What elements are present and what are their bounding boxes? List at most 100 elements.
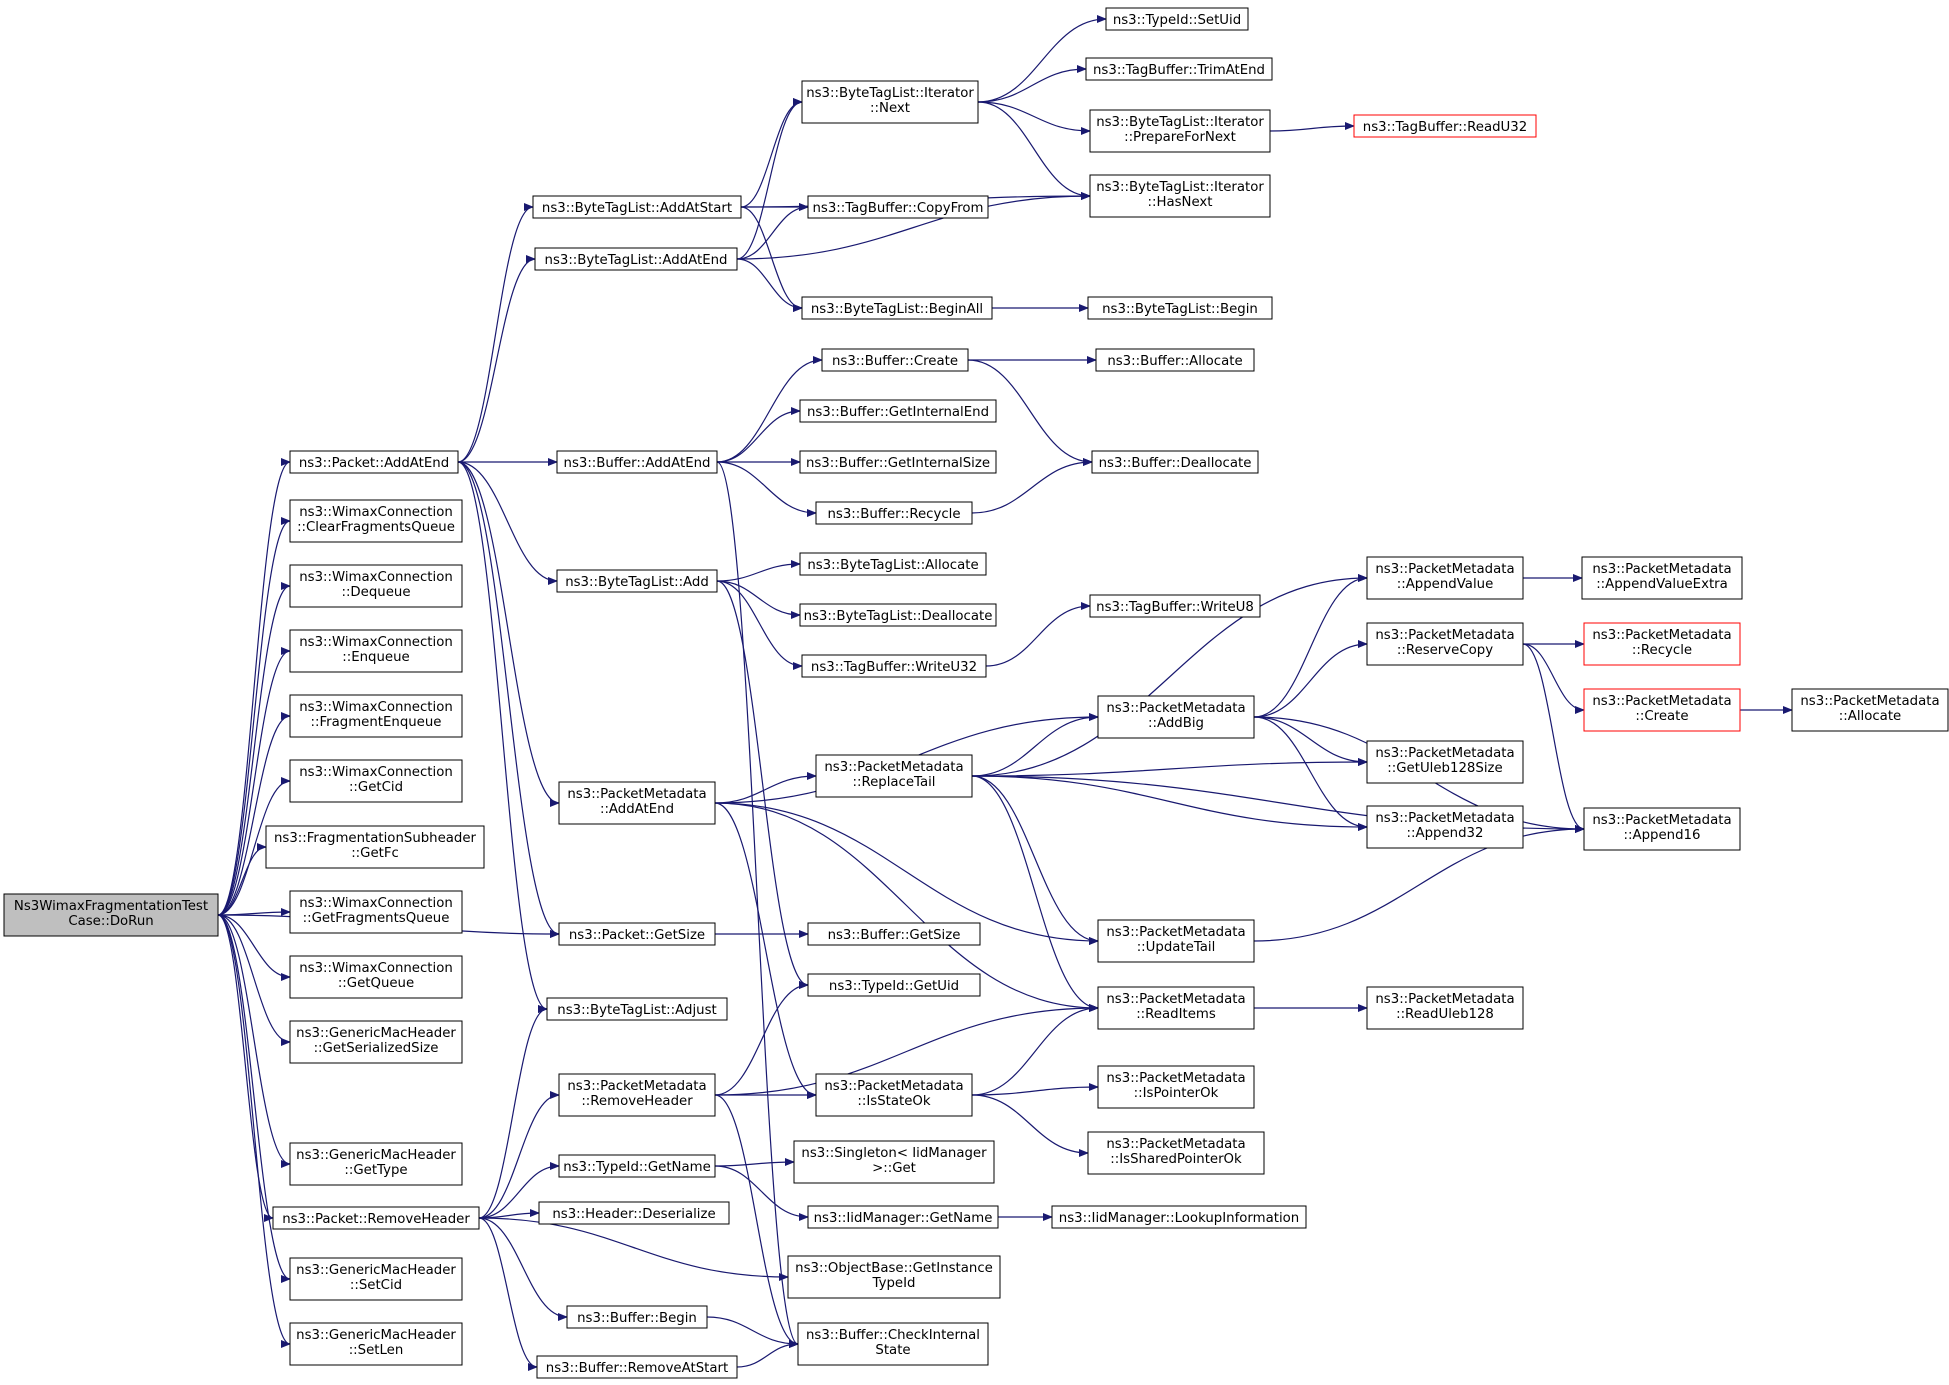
node-wc-getfragq[interactable]: ns3::WimaxConnection::GetFragmentsQueue (289, 890, 463, 934)
node-label: ns3::WimaxConnection (299, 635, 453, 650)
node-pm-issharedpointerok[interactable]: ns3::PacketMetadata::IsSharedPointerOk (1087, 1131, 1265, 1175)
node-tid-getuid[interactable]: ns3::TypeId::GetUid (807, 973, 981, 997)
node-pkt-removeheader[interactable]: ns3::Packet::RemoveHeader (272, 1206, 480, 1230)
node-btl-begin[interactable]: ns3::ByteTagList::Begin (1087, 296, 1273, 320)
node-label: TypeId (872, 1276, 916, 1291)
node-label: ns3::ByteTagList::BeginAll (811, 302, 983, 317)
node-iid-getname[interactable]: ns3::IidManager::GetName (807, 1205, 999, 1229)
edge-pm_addbig-to-pm_append32 (1253, 716, 1368, 831)
node-box (289, 759, 463, 803)
node-pm-allocate[interactable]: ns3::PacketMetadata::Allocate (1791, 688, 1949, 732)
node-pm-removeheader[interactable]: ns3::PacketMetadata::RemoveHeader (558, 1073, 716, 1117)
node-btl-addatend[interactable]: ns3::ByteTagList::AddAtEnd (534, 247, 738, 271)
node-buf-getinternalend[interactable]: ns3::Buffer::GetInternalEnd (799, 399, 997, 423)
node-pm-append32[interactable]: ns3::PacketMetadata::Append32 (1366, 805, 1524, 849)
node-btli-prepfornext[interactable]: ns3::ByteTagList::Iterator::PrepareForNe… (1089, 109, 1271, 153)
node-wc-getqueue[interactable]: ns3::WimaxConnection::GetQueue (289, 955, 463, 999)
node-label: ns3::GenericMacHeader (296, 1026, 456, 1041)
node-label: >::Get (872, 1161, 916, 1176)
node-btli-next[interactable]: ns3::ByteTagList::Iterator::Next (801, 80, 979, 124)
node-buf-create[interactable]: ns3::Buffer::Create (821, 348, 969, 372)
node-hdr-deserialize[interactable]: ns3::Header::Deserialize (538, 1201, 730, 1225)
node-label: ns3::Buffer::Begin (577, 1311, 697, 1326)
edge-btl_add-to-btl_allocate (716, 560, 801, 582)
node-label: ns3::ByteTagList::Iterator (806, 86, 974, 101)
node-pm-readitems[interactable]: ns3::PacketMetadata::ReadItems (1097, 986, 1255, 1030)
node-pm-ispointerok[interactable]: ns3::PacketMetadata::IsPointerOk (1097, 1065, 1255, 1109)
node-label: ns3::TagBuffer::CopyFrom (812, 201, 983, 216)
node-buf-allocate[interactable]: ns3::Buffer::Allocate (1095, 348, 1255, 372)
node-label: ns3::IidManager::LookupInformation (1059, 1211, 1299, 1226)
edge-pm_updatetail-to-pm_append16 (1253, 825, 1585, 942)
node-wc-enqueue[interactable]: ns3::WimaxConnection::Enqueue (289, 629, 463, 673)
node-wc-getcid[interactable]: ns3::WimaxConnection::GetCid (289, 759, 463, 803)
node-singleton-get[interactable]: ns3::Singleton< IidManager >::Get (793, 1140, 995, 1184)
node-label: ns3::WimaxConnection (299, 505, 453, 520)
node-iid-lookupinfo[interactable]: ns3::IidManager::LookupInformation (1051, 1205, 1307, 1229)
node-buf-begin[interactable]: ns3::Buffer::Begin (566, 1305, 708, 1329)
node-pm-create[interactable]: ns3::PacketMetadata::Create (1583, 688, 1741, 732)
node-label: ns3::PacketMetadata (1106, 1071, 1245, 1086)
edge-root-to-wc_fragenqueue (217, 712, 291, 916)
node-pm-isstateok[interactable]: ns3::PacketMetadata::IsStateOk (815, 1073, 973, 1117)
node-btl-beginall[interactable]: ns3::ByteTagList::BeginAll (801, 296, 993, 320)
node-pm-addbig[interactable]: ns3::PacketMetadata::AddBig (1097, 695, 1255, 739)
node-btl-adjust[interactable]: ns3::ByteTagList::Adjust (546, 997, 728, 1021)
node-btli-hasnext[interactable]: ns3::ByteTagList::Iterator::HasNext (1089, 174, 1271, 218)
node-buf-deallocate[interactable]: ns3::Buffer::Deallocate (1091, 450, 1259, 474)
node-layer: Ns3WimaxFragmentationTestCase::DoRunns3:… (3, 7, 1949, 1379)
edge-pm_replacetail-to-pm_readitems (971, 775, 1099, 1012)
node-buf-getsize[interactable]: ns3::Buffer::GetSize (807, 922, 981, 946)
node-buf-addatend[interactable]: ns3::Buffer::AddAtEnd (556, 450, 718, 474)
node-pm-appendvalue[interactable]: ns3::PacketMetadata::AppendValue (1366, 556, 1524, 600)
node-tid-getname[interactable]: ns3::TypeId::GetName (558, 1154, 716, 1178)
node-buf-getinternalsize[interactable]: ns3::Buffer::GetInternalSize (799, 450, 997, 474)
node-box (815, 754, 973, 798)
node-btl-add[interactable]: ns3::ByteTagList::Add (556, 569, 718, 593)
node-label: ns3::Buffer::GetSize (828, 928, 961, 943)
node-gmh-setlen[interactable]: ns3::GenericMacHeader::SetLen (289, 1322, 463, 1366)
node-wc-dequeue[interactable]: ns3::WimaxConnection::Dequeue (289, 564, 463, 608)
node-tb-readu32[interactable]: ns3::TagBuffer::ReadU32 (1353, 114, 1537, 138)
node-wc-fragenqueue[interactable]: ns3::WimaxConnection::FragmentEnqueue (289, 694, 463, 738)
node-label: ::PrepareForNext (1124, 130, 1236, 145)
node-btl-deallocate[interactable]: ns3::ByteTagList::Deallocate (799, 603, 997, 627)
node-gmh-getsersize[interactable]: ns3::GenericMacHeader::GetSerializedSize (289, 1020, 463, 1064)
node-box (799, 450, 997, 474)
node-btl-allocate[interactable]: ns3::ByteTagList::Allocate (799, 552, 987, 576)
node-box (801, 654, 987, 678)
node-tb-trimatend[interactable]: ns3::TagBuffer::TrimAtEnd (1085, 57, 1273, 81)
node-tid-setuid[interactable]: ns3::TypeId::SetUid (1105, 7, 1249, 31)
node-gmh-setcid[interactable]: ns3::GenericMacHeader::SetCid (289, 1257, 463, 1301)
node-wc-clearfrag[interactable]: ns3::WimaxConnection::ClearFragmentsQueu… (289, 499, 463, 543)
node-pm-addatend[interactable]: ns3::PacketMetadata::AddAtEnd (558, 781, 716, 825)
node-gmh-gettype[interactable]: ns3::GenericMacHeader::GetType (289, 1142, 463, 1186)
node-label: ::Create (1635, 709, 1688, 724)
node-fsh-getfc[interactable]: ns3::FragmentationSubheader::GetFc (265, 825, 485, 869)
node-label: ns3::WimaxConnection (299, 896, 453, 911)
edge-pm_addbig-to-pm_appendvalue (1253, 574, 1368, 718)
node-tb-copyfrom[interactable]: ns3::TagBuffer::CopyFrom (807, 195, 989, 219)
node-pkt-getsize[interactable]: ns3::Packet::GetSize (558, 922, 716, 946)
node-pm-appendvalueextra[interactable]: ns3::PacketMetadata::AppendValueExtra (1581, 556, 1743, 600)
node-buf-recycle[interactable]: ns3::Buffer::Recycle (815, 501, 973, 525)
node-pm-updatetail[interactable]: ns3::PacketMetadata::UpdateTail (1097, 919, 1255, 963)
node-pm-readuleb128[interactable]: ns3::PacketMetadata::ReadUleb128 (1366, 986, 1524, 1030)
edge-pm_addatend-to-pm_isstateok (714, 802, 817, 1099)
node-pm-reservecopy[interactable]: ns3::PacketMetadata::ReserveCopy (1366, 622, 1524, 666)
node-pkt-addatend[interactable]: ns3::Packet::AddAtEnd (289, 450, 459, 474)
node-pm-replacetail[interactable]: ns3::PacketMetadata::ReplaceTail (815, 754, 973, 798)
node-label: ns3::WimaxConnection (299, 765, 453, 780)
node-buf-removeatstart[interactable]: ns3::Buffer::RemoveAtStart (536, 1355, 738, 1379)
node-pm-recycle[interactable]: ns3::PacketMetadata::Recycle (1583, 622, 1741, 666)
node-pm-getuleb128size[interactable]: ns3::PacketMetadata::GetUleb128Size (1366, 740, 1524, 784)
node-tb-writeu8[interactable]: ns3::TagBuffer::WriteU8 (1089, 594, 1261, 618)
node-label: ns3::PacketMetadata (567, 1079, 706, 1094)
node-btl-addatstart[interactable]: ns3::ByteTagList::AddAtStart (532, 195, 742, 219)
node-tb-writeu32[interactable]: ns3::TagBuffer::WriteU32 (801, 654, 987, 678)
node-label: ::Next (870, 101, 910, 116)
node-pm-append16[interactable]: ns3::PacketMetadata::Append16 (1583, 807, 1741, 851)
